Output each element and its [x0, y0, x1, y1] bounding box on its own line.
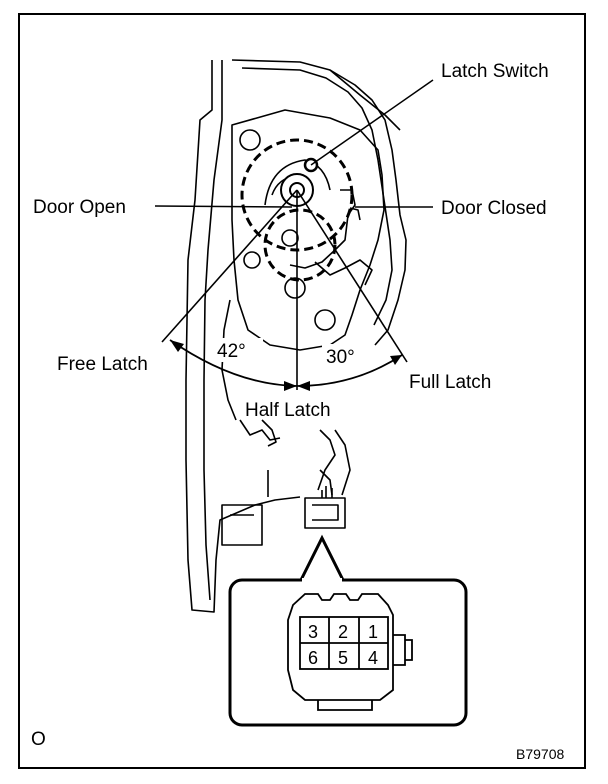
- figure-code: B79708: [516, 746, 564, 762]
- pin-4: 4: [368, 648, 378, 668]
- label-free-latch: Free Latch: [57, 354, 148, 375]
- label-angle-30: 30°: [326, 347, 355, 368]
- label-angle-42: 42°: [217, 341, 246, 362]
- arc-arrow-mid-right: [297, 381, 310, 391]
- arc-arrow-left: [170, 340, 184, 352]
- figure-frame: [18, 13, 586, 769]
- door-lock-assembly: [185, 59, 407, 613]
- label-latch-switch: Latch Switch: [441, 61, 549, 82]
- pin-6: 6: [308, 648, 318, 668]
- label-door-open: Door Open: [33, 197, 126, 218]
- connector-front-view: [287, 593, 413, 711]
- pin-3: 3: [308, 622, 318, 642]
- label-half-latch: Half Latch: [245, 400, 331, 421]
- label-full-latch: Full Latch: [409, 372, 491, 393]
- callout-pointer: [298, 534, 346, 583]
- latch-angle-lines: [161, 189, 408, 390]
- arc-arrow-mid-left: [284, 381, 297, 391]
- arc-arrow-right: [390, 355, 402, 365]
- pin-2: 2: [338, 622, 348, 642]
- leader-lines: [154, 79, 434, 208]
- label-door-closed: Door Closed: [441, 198, 547, 219]
- pin-1: 1: [368, 622, 378, 642]
- corner-mark: O: [31, 729, 46, 750]
- pin-5: 5: [338, 648, 348, 668]
